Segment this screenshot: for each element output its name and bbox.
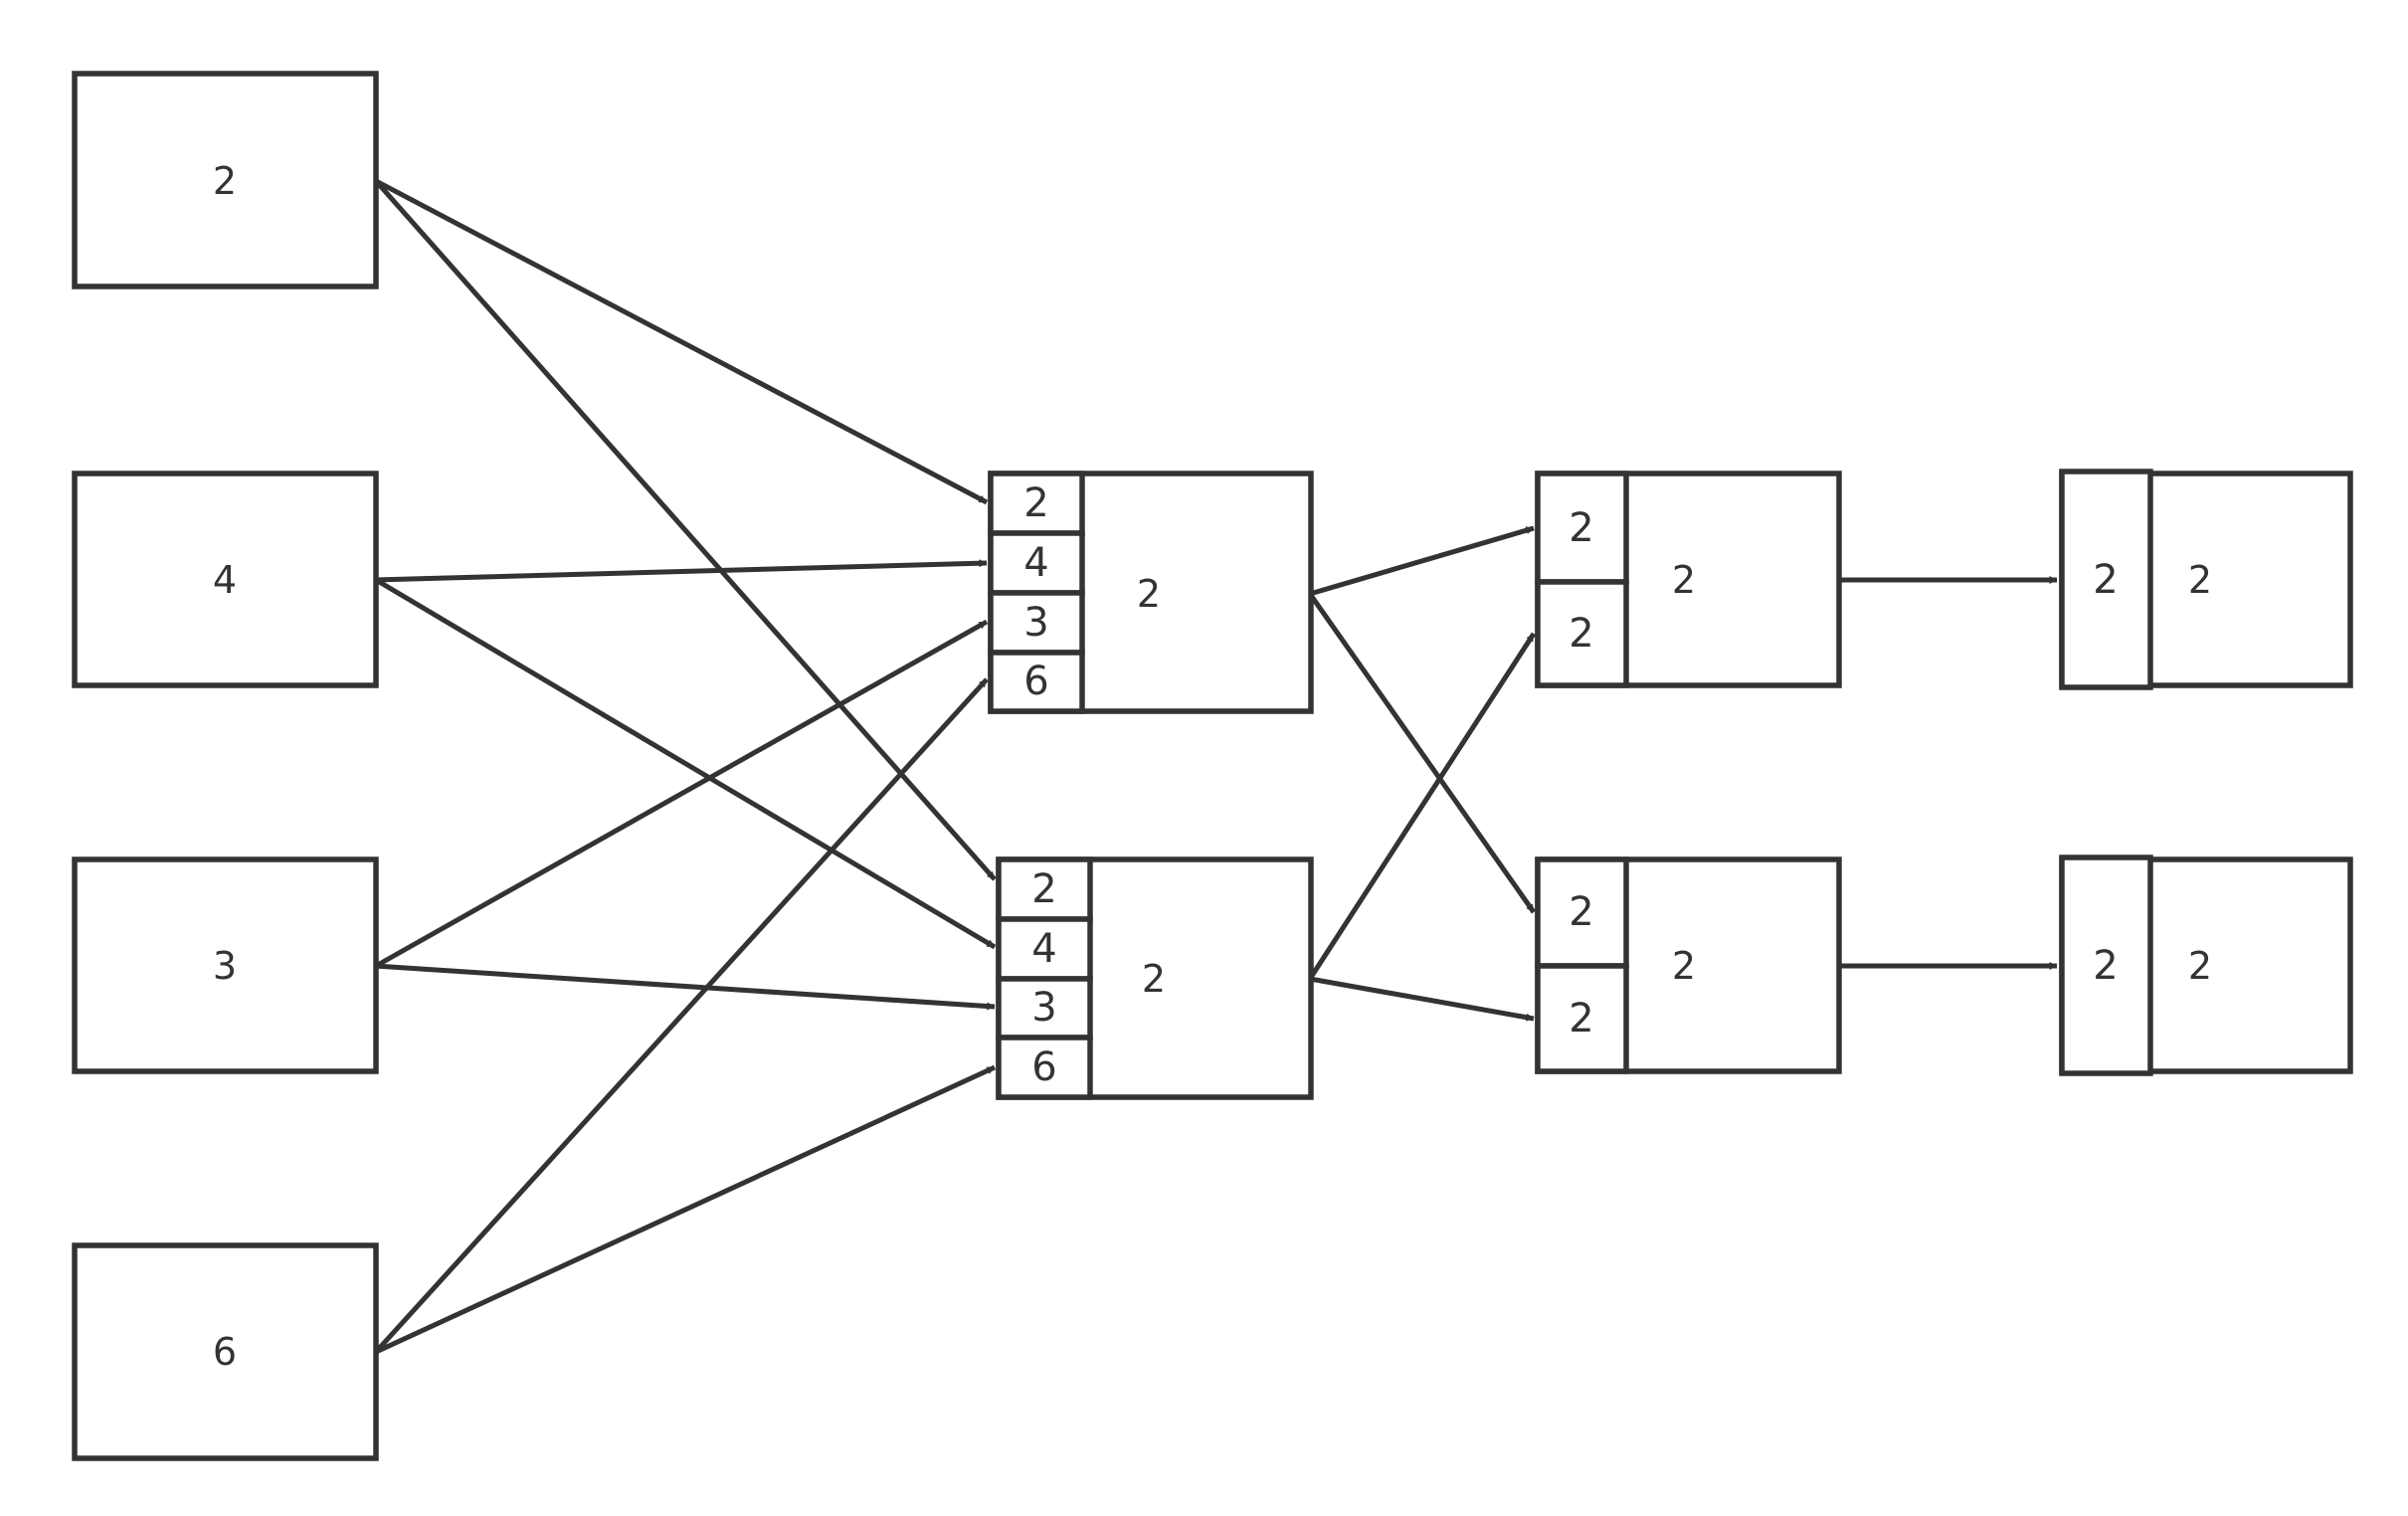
slot-label: 3 (1031, 985, 1056, 1031)
input-node-label: 3 (213, 944, 237, 988)
edge-in2-to-s1b (374, 577, 997, 950)
edge-s1b-to-s2b (1309, 976, 1535, 1022)
slot-label: 2 (1023, 480, 1048, 526)
input-column: 2 4 3 6 (72, 71, 379, 1461)
slot-label: 2 (1031, 866, 1056, 912)
edge-in1-to-s1a (374, 178, 989, 505)
stage3-column: 2 2 2 2 (2059, 469, 2353, 1076)
stage1-node-top: 2 4 3 6 2 (988, 471, 1314, 714)
slot-cell (996, 1035, 1093, 1100)
slot-label: 2 (2093, 557, 2118, 603)
slot-label: 4 (1023, 540, 1048, 586)
slot-cell (2059, 854, 2153, 1076)
stage2-node-bottom: 2 2 2 (1535, 856, 1842, 1074)
slot-label: 2 (1569, 996, 1593, 1042)
slot-label: 2 (2093, 943, 2118, 989)
stage3-node-top: 2 2 (2059, 469, 2353, 690)
edge-in1-to-s1b (374, 179, 997, 881)
slot-label: 2 (1569, 889, 1593, 935)
slot-label: 6 (1031, 1044, 1056, 1090)
input-node-label: 6 (213, 1330, 237, 1374)
stage2-node-top: 2 2 2 (1535, 471, 1842, 688)
node-label: 2 (2188, 944, 2212, 988)
stage3-node-bottom: 2 2 (2059, 854, 2353, 1076)
node-label: 2 (1672, 944, 1696, 988)
node-label: 2 (2188, 558, 2212, 602)
input-node-label: 2 (213, 159, 237, 203)
edge-in3-to-s1b (375, 963, 996, 1011)
input-node-6: 6 (72, 1242, 379, 1461)
edge-in4-to-s1a (374, 677, 989, 1354)
slot-cell (988, 530, 1085, 596)
node-label: 2 (1137, 572, 1161, 616)
node-label: 2 (1672, 558, 1696, 602)
stage1-node-bottom: 2 4 3 6 2 (996, 856, 1314, 1100)
slot-label: 2 (1569, 505, 1593, 551)
edge-in2-to-s1a (375, 559, 988, 583)
slot-cell (996, 916, 1093, 982)
slot-cell (1535, 963, 1629, 1074)
input-node-3: 3 (72, 856, 379, 1074)
input-node-label: 4 (213, 558, 237, 602)
stage1-column: 2 4 3 6 2 2 4 3 6 2 (988, 471, 1314, 1100)
slot-label: 4 (1031, 926, 1056, 972)
slot-cell (2059, 469, 2153, 690)
edge-s1a-to-s2a (1309, 525, 1535, 597)
edge-in4-to-s1b (374, 1064, 997, 1355)
slot-cell (988, 650, 1085, 714)
node-label: 2 (1142, 957, 1166, 1001)
slot-cell (1535, 856, 1629, 969)
edge-s1b-to-s2a (1307, 632, 1537, 981)
slot-label: 2 (1569, 611, 1593, 657)
edge-in3-to-s1a (374, 619, 989, 969)
stage2-column: 2 2 2 2 2 2 (1535, 471, 1842, 1074)
input-node-2: 2 (72, 71, 379, 289)
slot-cell (1535, 579, 1629, 688)
edges-layer (374, 178, 2058, 1355)
slot-label: 3 (1023, 600, 1048, 646)
slot-label: 6 (1023, 659, 1048, 704)
input-node-4: 4 (72, 471, 379, 688)
edge-s1a-to-s2b (1307, 592, 1537, 914)
